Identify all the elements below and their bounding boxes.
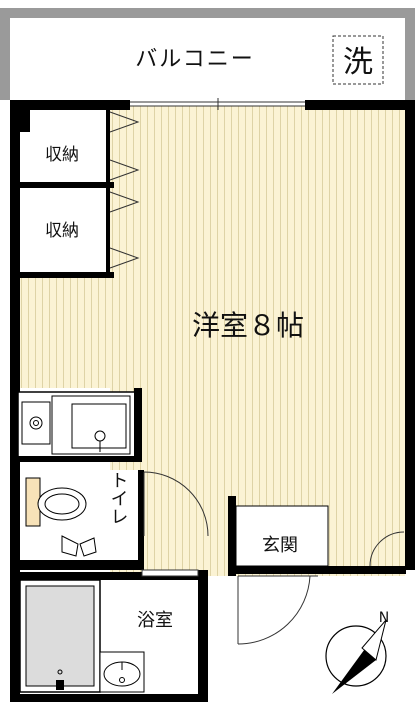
toilet-door (143, 471, 209, 537)
kitchen (17, 388, 142, 462)
front-door (237, 575, 311, 645)
laundry-pan: 洗 (332, 35, 384, 85)
toilet-label: トイレ (108, 471, 129, 525)
compass-label: N (379, 610, 389, 626)
balcony: バルコニー 洗 (0, 8, 415, 100)
compass: N (325, 610, 389, 694)
sink-icon (51, 395, 131, 455)
shoe-closet-door (369, 531, 405, 567)
toilet-room: トイレ (10, 470, 209, 578)
storage-top-floor (18, 110, 110, 182)
corridor-floor (18, 278, 138, 388)
storage-walls (18, 110, 114, 278)
laundry-label: 洗 (343, 45, 373, 80)
stove-icon (21, 401, 51, 445)
bathtub-icon (19, 579, 101, 693)
toilet-icon (25, 477, 87, 527)
bath-label: 浴室 (137, 610, 173, 631)
entrance: 玄関 (228, 496, 406, 645)
paper-holder-icon (61, 535, 97, 557)
washbasin-icon (99, 651, 145, 693)
main-room-label: 洋室８帖 (192, 309, 304, 342)
main-room-floor (110, 106, 405, 576)
storage-bottom-floor (18, 188, 110, 272)
entrance-label: 玄関 (262, 535, 298, 556)
balcony-sliding-door (130, 98, 305, 110)
exterior-walls (10, 100, 415, 702)
storage-bottom-label: 収納 (45, 221, 79, 241)
storage-doors (109, 111, 140, 269)
storage-top-label: 収納 (45, 145, 79, 165)
bathroom: 浴室 (10, 569, 208, 693)
balcony-label: バルコニー (135, 47, 255, 72)
